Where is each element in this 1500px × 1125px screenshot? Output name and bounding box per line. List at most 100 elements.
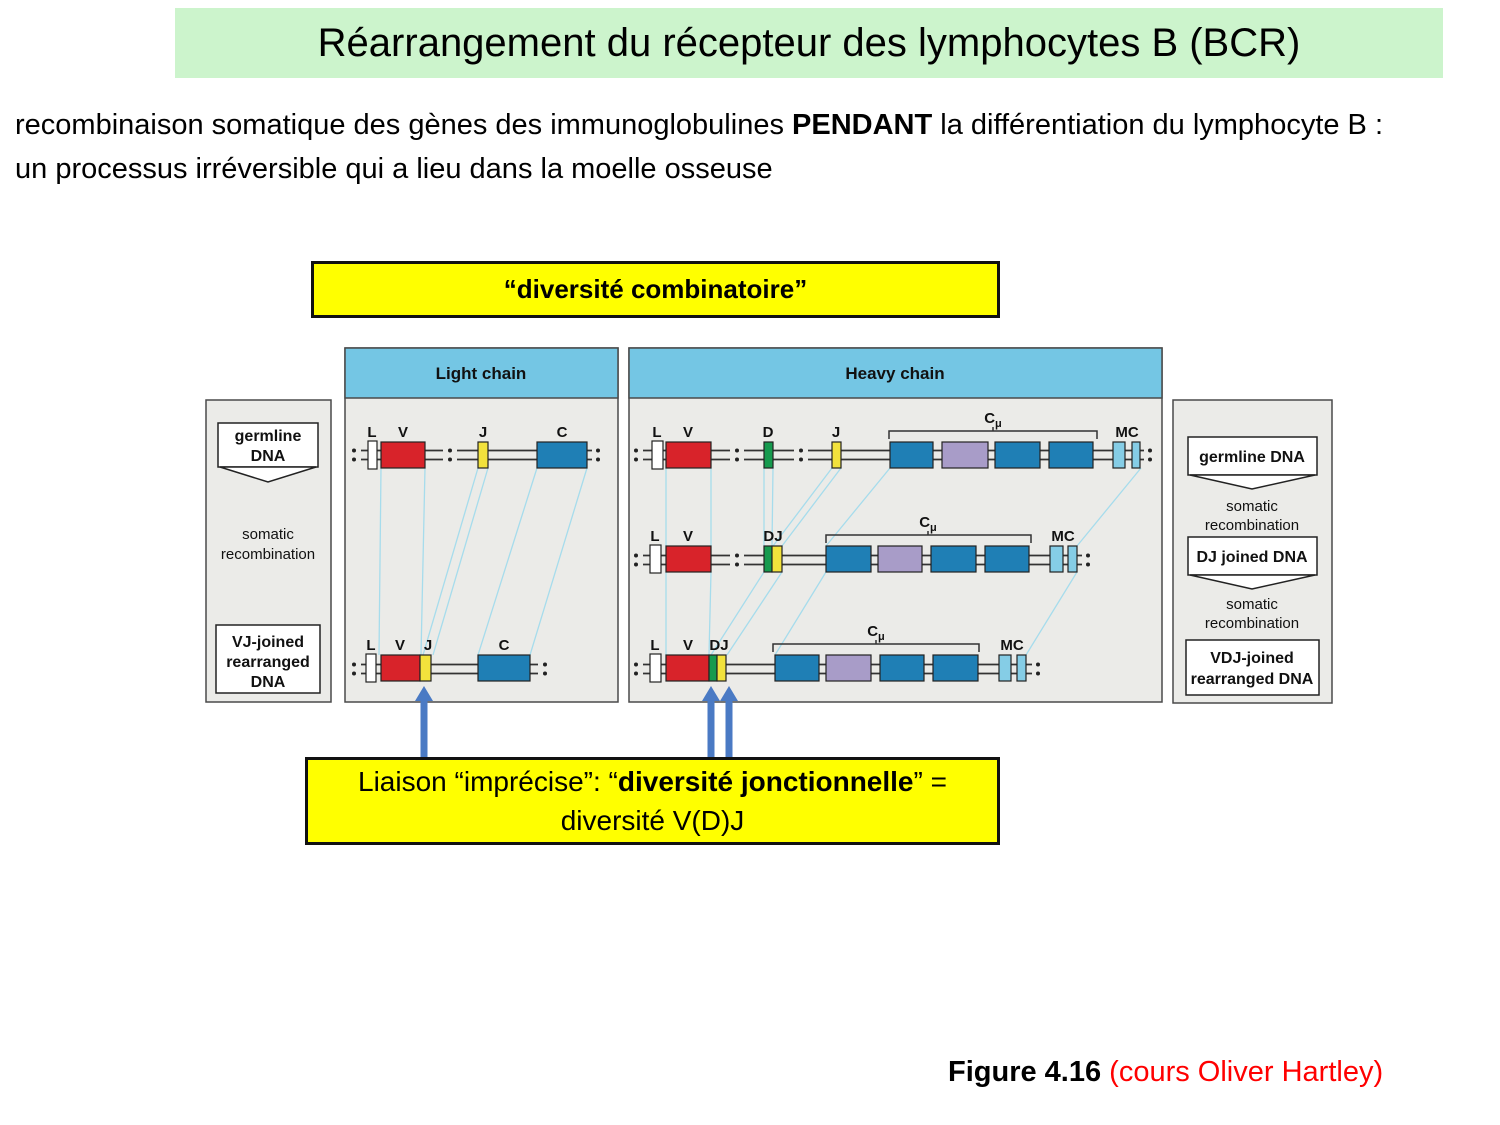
segment-V [380,441,426,469]
svg-text:L: L [367,424,376,441]
junctional-line2: diversité V(D)J [560,805,745,836]
svg-text:J: J [479,424,487,441]
segment-D [763,545,773,573]
svg-text:rearranged DNA: rearranged DNA [1191,671,1314,688]
svg-text:C: C [499,637,510,654]
svg-text:L: L [650,637,659,654]
light-chain-title: Light chain [436,364,527,383]
segment-V [665,545,712,573]
dj-joined-box [1187,536,1318,576]
dj-junction-arrow [720,686,738,762]
right-panel-content: germline DNA somatic recombination DJ jo… [1185,436,1320,696]
segment-D [708,654,718,682]
segment-V [665,441,712,469]
svg-text:C: C [557,424,568,441]
segment-L [649,544,662,574]
figure-credit: (cours Oliver Hartley) [1101,1056,1384,1088]
svg-text:DJ: DJ [763,528,782,545]
segment-L [651,440,664,470]
heavy-chain-connectors [665,467,1142,656]
gene-rearrangement-diagram: Light chain Heavy chain germline DNA som… [178,315,1375,765]
svg-text:V: V [683,637,693,654]
segment-Cmu-4 [984,545,1030,573]
intro-bold: PENDANT [792,109,933,141]
segment-labels: L V J C L V J C L V D J MC L V DJ MC L V… [366,410,1138,654]
germline-dna-label-right: germline DNA [1199,449,1305,466]
svg-text:MC: MC [1000,637,1023,654]
heavy-chain-header [628,347,1163,399]
intro-paragraph: recombinaison somatique des gènes des im… [15,104,1415,191]
cmu-label: Cμ [867,623,885,643]
svg-text:MC: MC [1051,528,1074,545]
segment-Cmu-2 [825,654,872,682]
segment-L [365,653,377,683]
intro-part1: recombinaison somatique des gènes des im… [15,109,793,141]
vdj-joined-label: VDJ-joined [1210,650,1294,667]
vj-joined-label: VJ-joined [232,634,304,651]
heavy-germline-row [651,440,1141,470]
intro-part2: la différentiation du lymphocyte B : un … [15,109,1384,185]
segment-MC-1 [998,654,1012,682]
svg-text:recombination: recombination [221,546,315,563]
light-chain-panel [344,347,619,703]
svg-text:rearranged: rearranged [226,654,310,671]
svg-text:J: J [424,637,432,654]
junctional-line1: Liaison “imprécise”: “diversité jonction… [358,766,947,797]
combinatorial-diversity-box: “diversité combinatoire” [311,261,1000,318]
vd-junction-arrow [702,686,720,762]
germline-dna-chevron [219,466,317,483]
segment-C [477,654,531,682]
dj-joined-chevron [1189,574,1316,590]
segment-Cmu-3 [930,545,977,573]
svg-text:V: V [683,528,693,545]
segment-MC-1 [1049,545,1064,573]
segment-Cmu-4 [1048,441,1094,469]
vj-junction-arrow [415,686,433,762]
germline-dna-box [217,422,319,468]
segment-J [771,545,783,573]
figure-number: Figure 4.16 [948,1056,1102,1088]
vdj-joined-box [1185,639,1320,696]
segment-J [477,441,489,469]
segment-Cmu-2 [941,441,989,469]
segment-Cmu-3 [879,654,925,682]
light-chain-connectors [378,467,588,656]
somatic-recombination-2: somatic [1226,596,1278,613]
segment-L [649,653,662,683]
light-rearranged-row [365,653,531,683]
svg-text:recombination: recombination [1205,517,1299,534]
segment-Cmu-3 [994,441,1041,469]
svg-text:L: L [366,637,375,654]
segment-J [419,654,432,682]
segment-Cmu-4 [932,654,979,682]
segment-Cmu-1 [889,441,934,469]
segment-Cmu-2 [877,545,923,573]
svg-text:V: V [398,424,408,441]
vj-joined-box [215,624,321,694]
svg-text:V: V [683,424,693,441]
svg-text:V: V [395,637,405,654]
left-panel-content: germline DNA somatic recombination VJ-jo… [215,422,321,694]
junction-arrows [415,686,738,762]
svg-text:DNA: DNA [251,674,286,691]
svg-text:L: L [650,528,659,545]
figure-caption: Figure 4.16 (cours Oliver Hartley) [948,1056,1383,1089]
svg-text:J: J [832,424,840,441]
segment-V [665,654,710,682]
light-germline-row [367,440,588,470]
cmu-brackets [772,427,1098,652]
svg-text:L: L [652,424,661,441]
segment-J [716,654,727,682]
germline-chevron-right [1189,474,1316,490]
germline-dna-box-right [1187,436,1318,476]
svg-text:DNA: DNA [251,448,286,465]
cmu-label: Cμ [919,514,937,534]
segment-Cmu-1 [825,545,872,573]
diagram-svg: Light chain Heavy chain germline DNA som… [205,347,1333,762]
slide-title: Réarrangement du récepteur des lymphocyt… [175,8,1443,78]
dj-joined-label: DJ joined DNA [1196,549,1308,566]
segment-V [380,654,421,682]
cmu-label: Cμ [984,410,1002,430]
heavy-vdj-joined-row [649,653,1027,683]
svg-text:MC: MC [1115,424,1138,441]
